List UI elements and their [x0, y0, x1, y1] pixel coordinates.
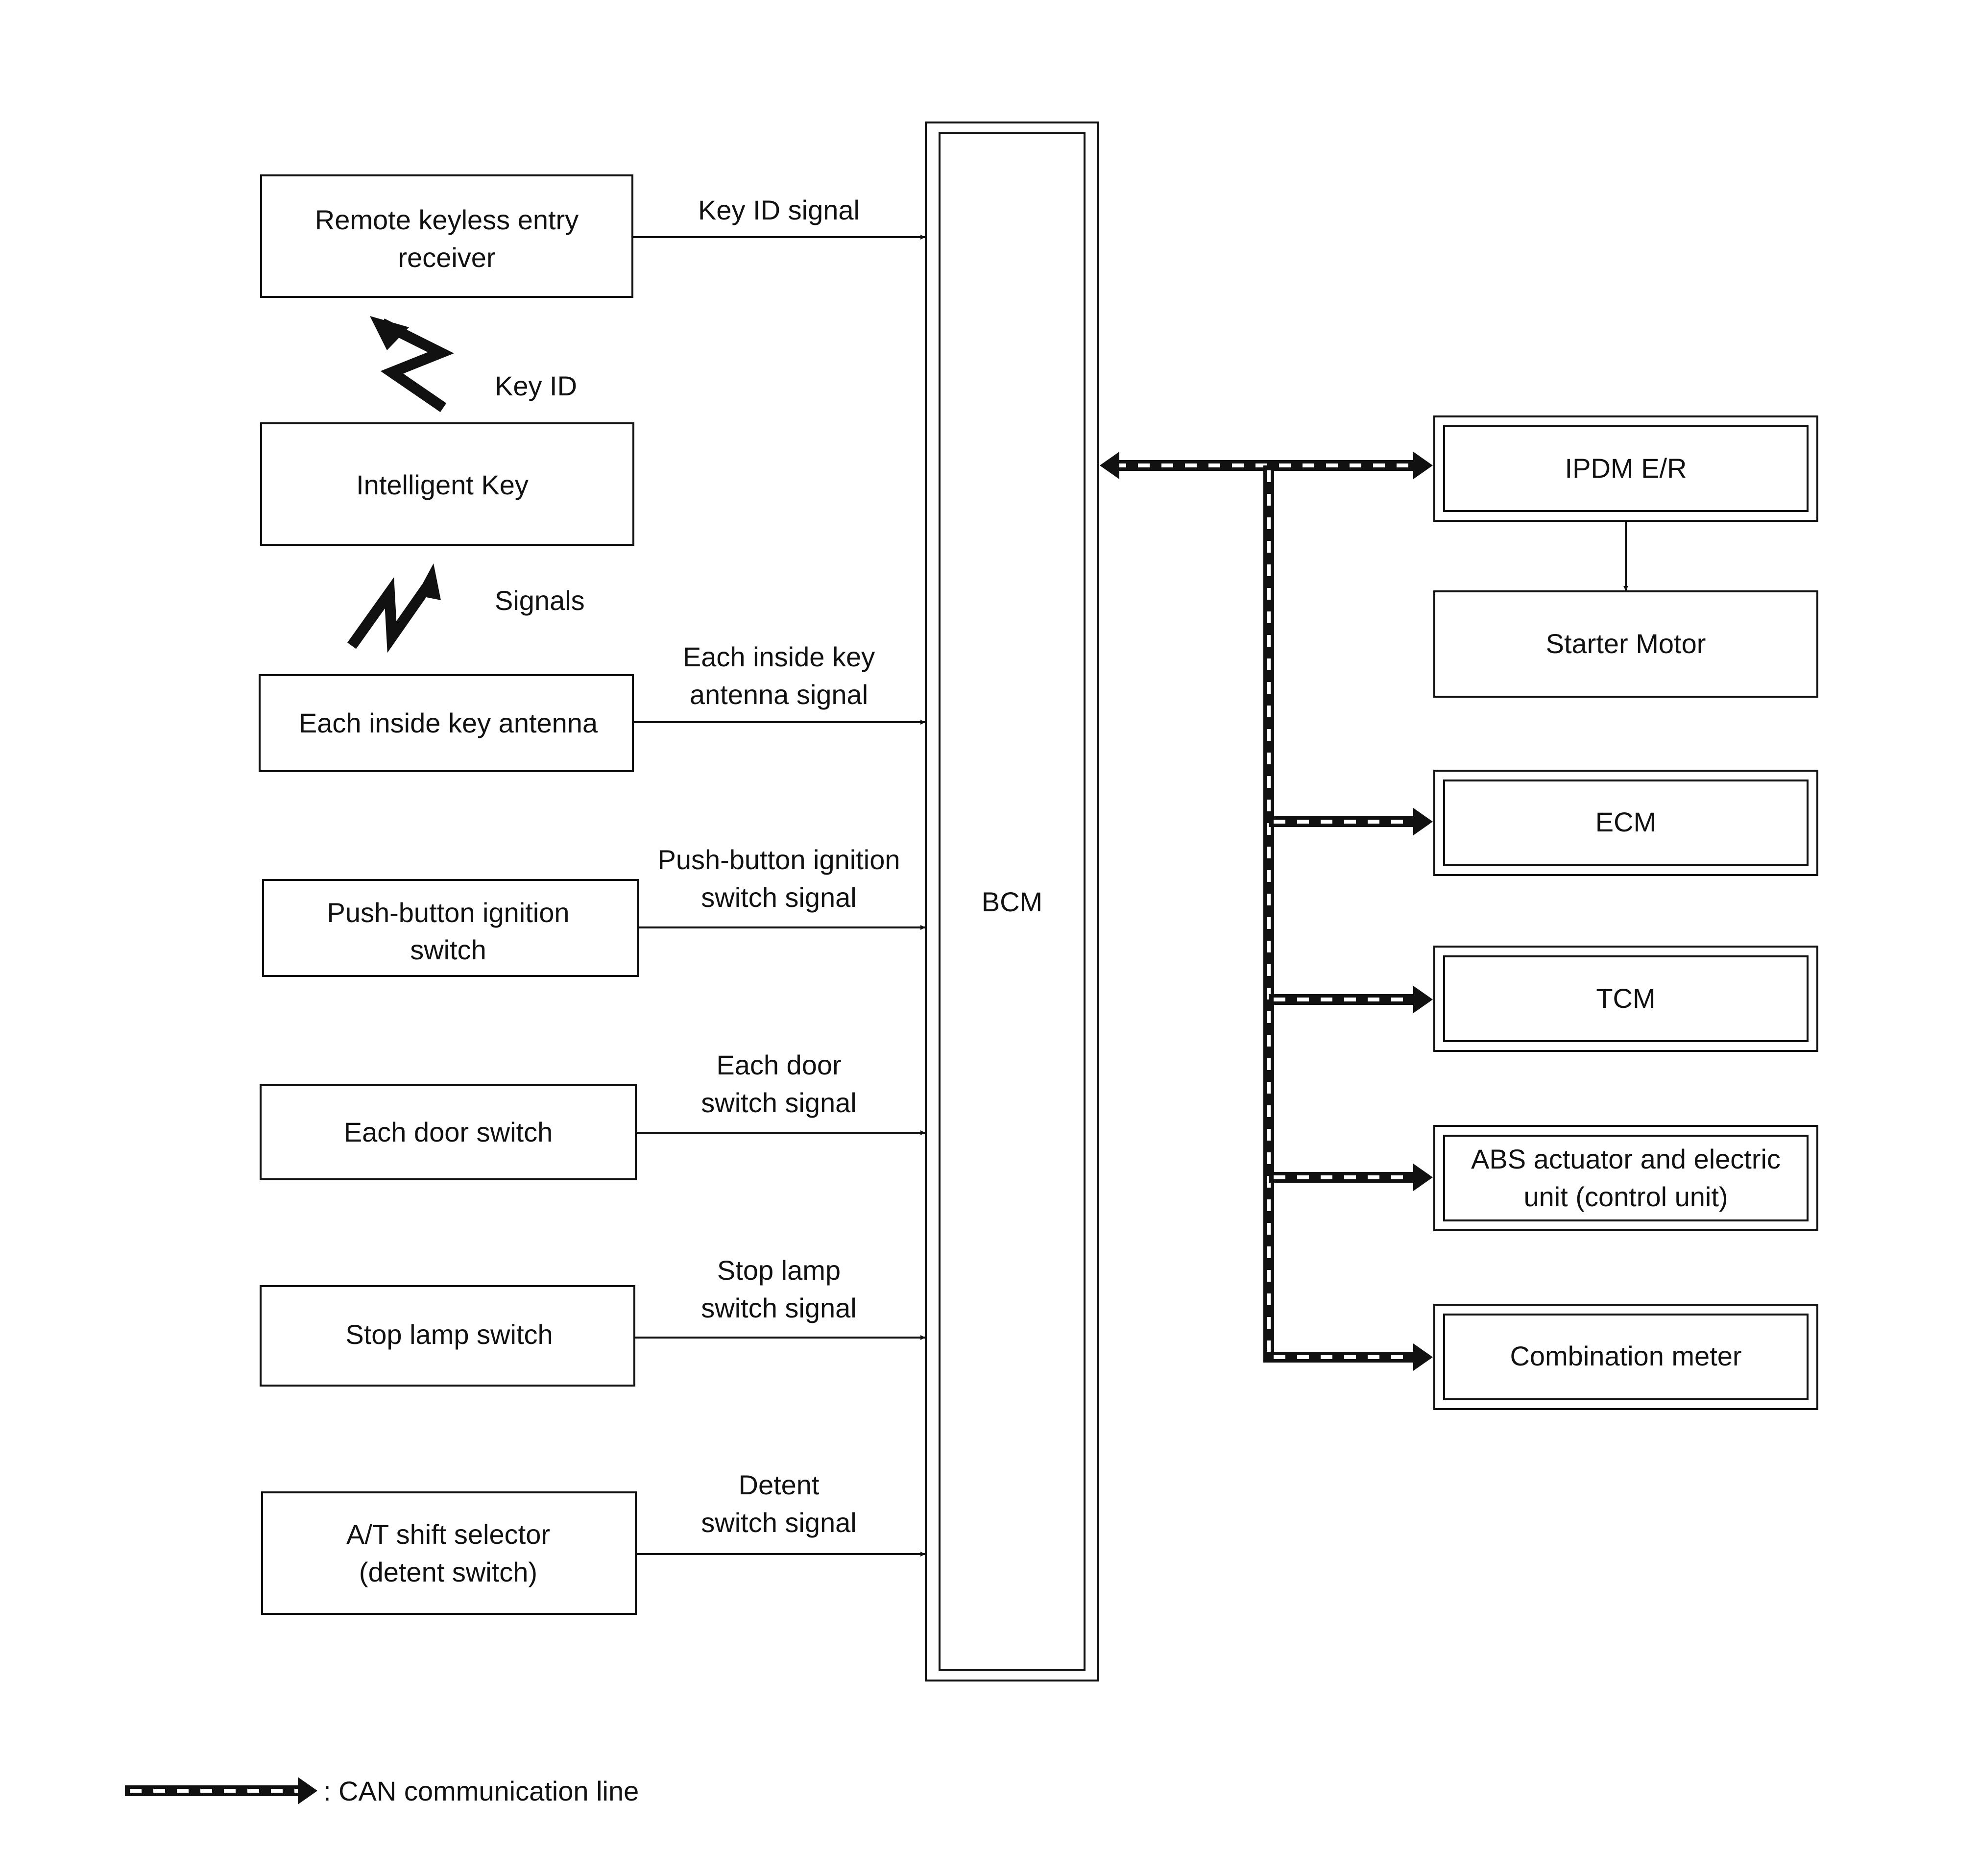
push-button-ignition-switch-signal-label-2: switch signal	[701, 882, 856, 913]
intelligent-key-label: Intelligent Key	[356, 469, 529, 500]
at-shift-selector-box: A/T shift selector (detent switch)	[261, 1491, 637, 1615]
stop-lamp-switch-signal-label-1: Stop lamp	[717, 1255, 841, 1286]
ipdm-er-label: IPDM E/R	[1565, 453, 1687, 484]
detent-switch-signal-label-2: switch signal	[701, 1507, 856, 1538]
each-door-switch-signal-label-2: switch signal	[701, 1087, 856, 1118]
remote-keyless-entry-receiver-box: Remote keyless entry receiver	[260, 174, 633, 298]
abs-actuator-box: ABS actuator and electric unit (control …	[1433, 1125, 1818, 1231]
can-bus	[1100, 452, 1433, 1371]
starter-motor-label: Starter Motor	[1546, 628, 1706, 659]
each-inside-key-antenna-signal-label-1: Each inside key	[683, 641, 875, 672]
stop-lamp-switch-box: Stop lamp switch	[260, 1285, 635, 1387]
key-id-wireless-label: Key ID	[495, 370, 577, 401]
stop-lamp-switch-signal-label-2: switch signal	[701, 1292, 856, 1323]
push-button-ignition-switch-label-1: Push-button ignition	[327, 897, 569, 928]
tcm-label: TCM	[1596, 983, 1655, 1014]
abs-actuator-label-2: unit (control unit)	[1523, 1181, 1728, 1212]
detent-switch-signal-label-1: Detent	[739, 1469, 820, 1500]
stop-lamp-switch-label: Stop lamp switch	[345, 1319, 553, 1350]
combination-meter-box: Combination meter	[1433, 1304, 1818, 1410]
each-door-switch-signal-label-1: Each door	[716, 1049, 841, 1080]
each-inside-key-antenna-box: Each inside key antenna	[259, 674, 634, 772]
tcm-box: TCM	[1433, 946, 1818, 1052]
push-button-ignition-switch-label-2: switch	[410, 934, 486, 965]
key-id-signal-label: Key ID signal	[698, 195, 860, 225]
bcm-box: BCM	[925, 122, 1099, 1681]
combination-meter-label: Combination meter	[1510, 1340, 1741, 1371]
signals-wireless-label: Signals	[495, 585, 585, 616]
each-door-switch-label: Each door switch	[344, 1117, 553, 1147]
at-shift-selector-label-1: A/T shift selector	[346, 1519, 550, 1550]
legend: : CAN communication line	[125, 1776, 639, 1806]
intelligent-key-box: Intelligent Key	[260, 422, 634, 546]
ipdm-er-box: IPDM E/R	[1433, 415, 1818, 522]
remote-keyless-entry-receiver-label-2: receiver	[398, 242, 495, 273]
bcm-label: BCM	[982, 886, 1042, 917]
each-inside-key-antenna-signal-label-2: antenna signal	[690, 679, 868, 710]
abs-actuator-label-1: ABS actuator and electric	[1471, 1144, 1781, 1174]
each-door-switch-box: Each door switch	[260, 1084, 637, 1180]
starter-motor-box: Starter Motor	[1433, 590, 1818, 698]
key-id-wireless-icon	[370, 316, 454, 413]
legend-label: : CAN communication line	[323, 1776, 639, 1806]
remote-keyless-entry-receiver-label-1: Remote keyless entry	[315, 204, 579, 235]
each-inside-key-antenna-label: Each inside key antenna	[299, 707, 598, 738]
ecm-label: ECM	[1595, 806, 1656, 837]
at-shift-selector-label-2: (detent switch)	[359, 1557, 537, 1587]
ecm-box: ECM	[1433, 770, 1818, 876]
push-button-ignition-switch-box: Push-button ignition switch	[262, 879, 639, 977]
push-button-ignition-switch-signal-label-1: Push-button ignition	[657, 844, 900, 875]
signals-wireless-icon	[347, 563, 441, 653]
